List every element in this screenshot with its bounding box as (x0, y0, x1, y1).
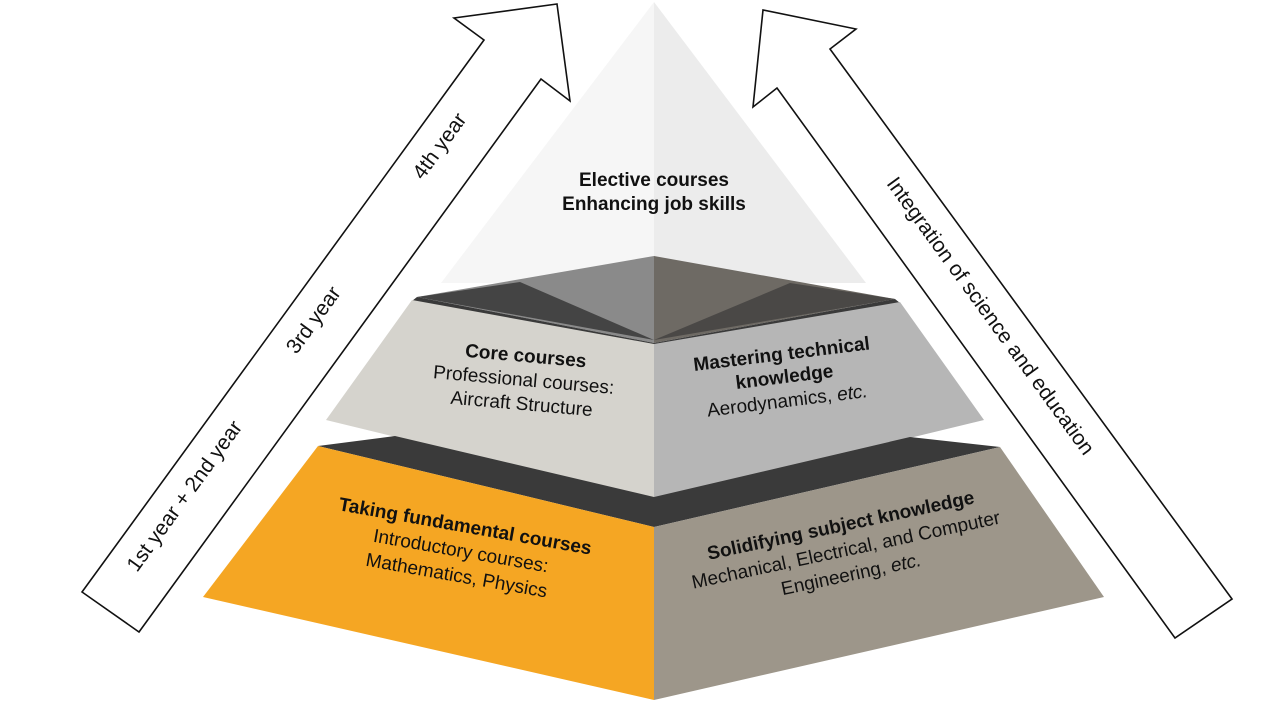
top-tier-subtitle: Enhancing job skills (562, 194, 746, 215)
top-tier-title: Elective courses (579, 170, 729, 191)
bottom-tier-left-face (203, 446, 654, 700)
left-progress-arrow (80, 3, 572, 634)
right-integration-arrow (752, 9, 1234, 640)
top-tier-right-face (654, 2, 866, 283)
middle-tier-left-face (326, 300, 654, 500)
middle-tier-right-face (654, 302, 984, 500)
middle-right-line1-italic: etc. (836, 381, 869, 406)
bottom-tier-right-face (654, 447, 1104, 700)
top-tier-left-face (441, 2, 654, 283)
bottom-tier-top-ledge (318, 436, 1000, 527)
middle-tier-ledge-shadow-right (654, 283, 895, 340)
middle-tier-ledge-shadow (417, 282, 654, 340)
